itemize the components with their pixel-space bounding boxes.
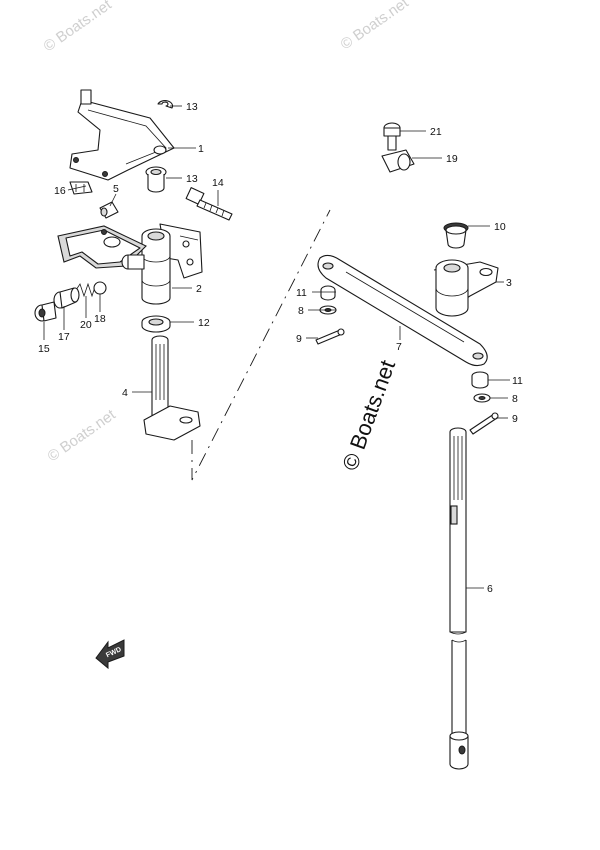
callout-21: 21	[430, 126, 442, 138]
callout-9-left: 9	[296, 333, 302, 345]
callout-6: 6	[487, 583, 493, 595]
part-3-arm	[433, 259, 499, 317]
part-5-fitting	[99, 201, 119, 219]
callout-7: 7	[396, 341, 402, 353]
part-9-pin-left	[315, 328, 345, 345]
part-17-plunger	[53, 287, 80, 309]
callout-20: 20	[80, 319, 92, 331]
callout-1: 1	[198, 143, 204, 155]
callout-3: 3	[506, 277, 512, 289]
watermark-top-right: © Boats.net	[338, 0, 413, 53]
callout-10: 10	[494, 221, 506, 233]
callout-11-right: 11	[512, 375, 523, 387]
part-11-bushing-right	[471, 371, 489, 389]
part-16-clip	[69, 181, 93, 195]
callout-17: 17	[58, 331, 70, 343]
callout-16: 16	[54, 185, 66, 197]
part-7-link-rod	[317, 254, 488, 367]
leader-lines	[43, 105, 510, 589]
callout-2: 2	[196, 283, 202, 295]
callout-numbers: 13 1 13 14 16 5 2 12 4 15 17 20 18 21 19…	[38, 101, 523, 595]
part-11-bushing-left	[320, 285, 336, 301]
part-4-clutch-shaft	[143, 335, 201, 441]
part-8-washer-right	[473, 393, 491, 403]
callout-18: 18	[94, 313, 106, 325]
clutch-housing	[141, 223, 203, 305]
part-14-bolt	[185, 187, 233, 221]
callout-13-top: 13	[186, 101, 198, 113]
callout-12: 12	[198, 317, 210, 329]
callout-15: 15	[38, 343, 50, 355]
callout-4: 4	[122, 387, 128, 399]
part-1-lever-bracket	[69, 89, 175, 181]
callout-11-left: 11	[296, 287, 307, 299]
callout-8-right: 8	[512, 393, 518, 405]
part-15-plug	[34, 301, 57, 322]
part-9-pin-right	[469, 412, 499, 435]
part-13-clip-top	[157, 100, 174, 109]
callout-13-mid: 13	[186, 173, 198, 185]
part-18-ball	[93, 281, 107, 295]
watermark-top-left: © Boats.net	[41, 0, 116, 55]
watermark-left-mid: © Boats.net	[45, 406, 120, 465]
part-12-washer	[141, 315, 171, 333]
callout-19: 19	[446, 153, 458, 165]
part-19-clamp	[381, 149, 415, 173]
callout-14: 14	[212, 177, 224, 189]
part-13-bushing	[145, 166, 167, 193]
callout-5: 5	[113, 183, 119, 195]
spring-holder-bracket	[57, 225, 147, 270]
watermark-main: © Boats.net	[337, 357, 400, 474]
part-6-long-shaft	[449, 427, 469, 770]
callout-8-left: 8	[298, 305, 304, 317]
part-10-grommet	[443, 222, 469, 249]
fwd-arrow: FWD	[95, 639, 125, 670]
callout-9-right: 9	[512, 413, 518, 425]
part-21-bolt	[383, 122, 401, 151]
